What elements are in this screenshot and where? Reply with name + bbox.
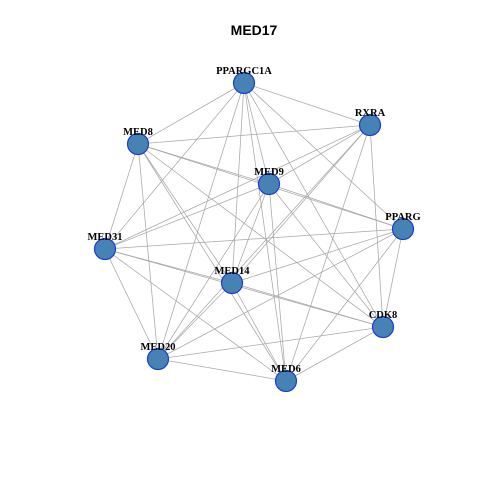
edge-pparg-med20 [157, 228, 404, 360]
edge-ppargc1a-med31 [104, 82, 245, 250]
edge-med9-med14 [231, 183, 270, 284]
node-rxra[interactable] [358, 113, 382, 137]
edges-layer [104, 82, 404, 382]
node-label-med8: MED8 [123, 127, 153, 138]
edge-ppargc1a-med8 [137, 82, 245, 145]
edge-med20-med6 [157, 358, 287, 382]
edge-med8-med20 [137, 143, 159, 360]
node-med6[interactable] [274, 369, 298, 393]
edge-med8-med6 [137, 143, 287, 382]
edge-med31-med20 [104, 248, 159, 360]
edge-med14-cdk8 [231, 282, 384, 328]
edge-cdk8-med20 [157, 326, 384, 360]
edge-rxra-med8 [137, 124, 371, 145]
edge-cdk8-med6 [285, 326, 384, 382]
node-med14[interactable] [220, 271, 244, 295]
edge-ppargc1a-med9 [243, 82, 270, 185]
edge-med31-med6 [104, 248, 287, 382]
edge-ppargc1a-med20 [157, 82, 245, 360]
edge-ppargc1a-med6 [243, 82, 287, 382]
node-label-med9: MED9 [254, 167, 284, 178]
node-pparg[interactable] [391, 217, 415, 241]
edge-med14-med6 [231, 282, 287, 382]
node-med31[interactable] [93, 237, 117, 261]
node-med20[interactable] [146, 347, 170, 371]
edge-pparg-med6 [285, 228, 404, 382]
edge-med31-cdk8 [104, 248, 384, 328]
edge-rxra-cdk8 [369, 124, 384, 328]
edge-ppargc1a-rxra [243, 82, 371, 126]
edge-med8-cdk8 [137, 143, 384, 328]
edge-med8-med14 [137, 143, 233, 284]
node-label-rxra: RXRA [355, 108, 386, 119]
node-label-ppargc1a: PPARGC1A [216, 66, 272, 77]
edge-ppargc1a-cdk8 [243, 82, 384, 328]
edge-rxra-med31 [104, 124, 371, 250]
edge-rxra-med20 [157, 124, 371, 360]
edge-med9-pparg [268, 183, 404, 230]
node-cdk8[interactable] [371, 315, 395, 339]
node-label-med14: MED14 [215, 266, 251, 277]
edge-ppargc1a-pparg [243, 82, 404, 230]
edge-med9-med20 [157, 183, 270, 360]
node-label-med6: MED6 [271, 364, 301, 375]
edge-pparg-med31 [104, 228, 404, 250]
edge-pparg-med14 [231, 228, 404, 284]
edge-med9-med6 [268, 183, 287, 382]
edge-med8-med31 [104, 143, 139, 250]
diagram-title: MED17 [231, 22, 278, 38]
node-label-cdk8: CDK8 [369, 310, 398, 321]
node-med9[interactable] [257, 172, 281, 196]
edge-pparg-cdk8 [382, 228, 404, 328]
edge-rxra-med14 [231, 124, 371, 284]
edge-ppargc1a-med14 [231, 82, 245, 284]
edge-rxra-med9 [268, 124, 371, 185]
node-label-med20: MED20 [141, 342, 176, 353]
node-med8[interactable] [126, 132, 150, 156]
node-label-pparg: PPARG [385, 212, 420, 223]
edge-med9-cdk8 [268, 183, 384, 328]
edge-med9-med31 [104, 183, 270, 250]
node-ppargc1a[interactable] [232, 71, 256, 95]
edge-med14-med20 [157, 282, 233, 360]
node-label-med31: MED31 [88, 232, 123, 243]
nodes-layer [93, 71, 415, 393]
